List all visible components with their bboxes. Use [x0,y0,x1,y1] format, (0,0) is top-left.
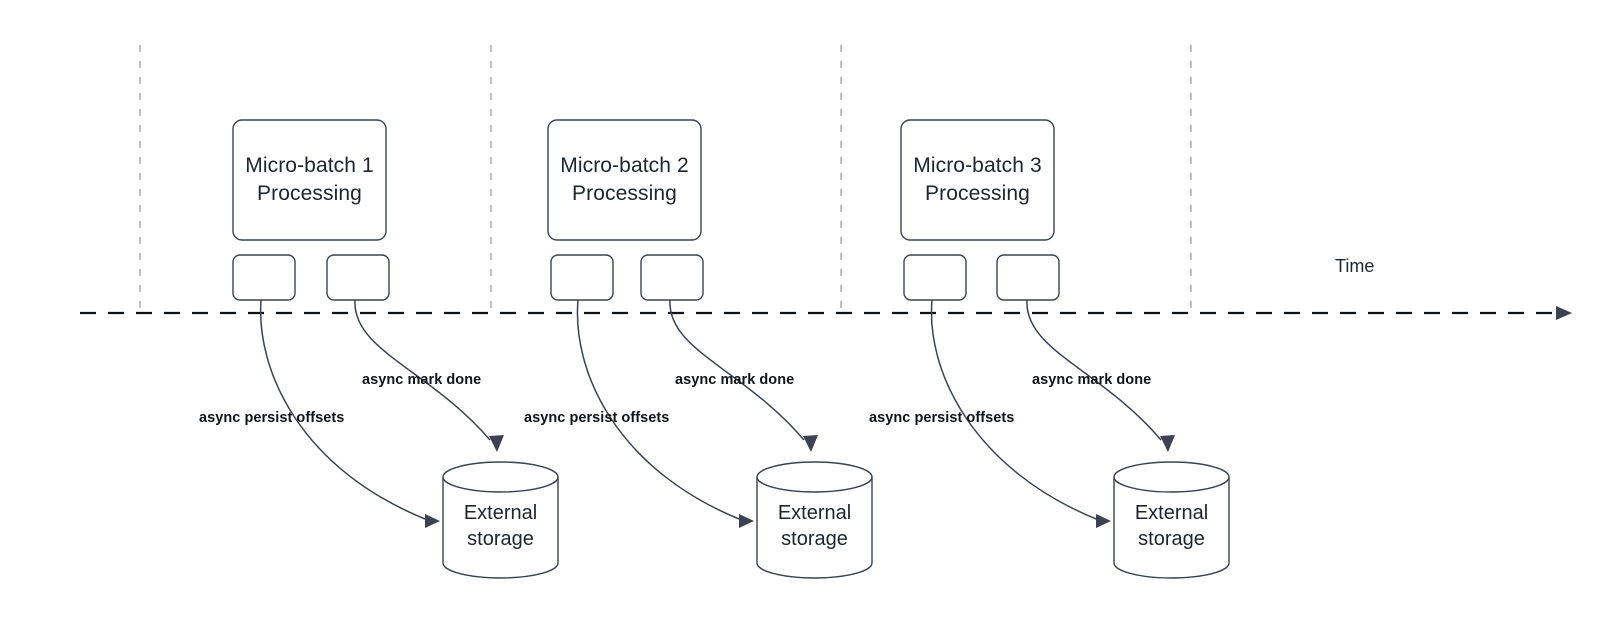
task-box-3-1[interactable] [903,254,967,301]
task-box-2-2[interactable] [640,254,704,301]
async-persist-offsets-label-2: async persist offsets [524,410,670,426]
async-persist-offsets-arrow-2 [576,299,745,522]
async-persist-offsets-arrow-1 [259,299,431,522]
timeline-arrowhead [1556,306,1572,320]
async-persist-offsets-arrowhead-3 [1096,514,1111,528]
async-mark-done-arrow-3 [1026,299,1162,441]
async-mark-done-label-3: async mark done [1032,372,1152,388]
micro-batch-box-2[interactable] [547,119,702,241]
async-persist-offsets-label-1: async persist offsets [199,410,345,426]
async-persist-offsets-arrowhead-1 [425,514,440,528]
timeline-label: Time [1335,256,1375,276]
external-storage-cylinder-top-1 [442,476,559,493]
external-storage-cylinder-1[interactable] [442,461,559,579]
async-mark-done-arrowhead-3 [1160,435,1175,452]
external-storage-cylinder-top-3 [1113,476,1230,493]
task-box-2-1[interactable] [550,254,614,301]
async-mark-done-arrowhead-2 [803,435,818,452]
async-mark-done-arrow-2 [669,299,805,441]
async-mark-done-arrow-1 [354,299,491,441]
micro-batch-box-3[interactable] [900,119,1055,241]
external-storage-cylinder-2[interactable] [756,461,873,579]
async-persist-offsets-arrow-3 [930,299,1102,522]
task-box-3-2[interactable] [996,254,1060,301]
async-persist-offsets-label-3: async persist offsets [869,410,1015,426]
async-mark-done-label-1: async mark done [362,372,482,388]
micro-batch-box-1[interactable] [232,119,387,241]
task-box-1-2[interactable] [326,254,390,301]
external-storage-cylinder-3[interactable] [1113,461,1230,579]
async-mark-done-label-2: async mark done [675,372,795,388]
async-mark-done-arrowhead-1 [489,435,504,452]
task-box-1-1[interactable] [232,254,296,301]
async-persist-offsets-arrowhead-2 [739,514,754,528]
external-storage-cylinder-top-2 [756,476,873,493]
